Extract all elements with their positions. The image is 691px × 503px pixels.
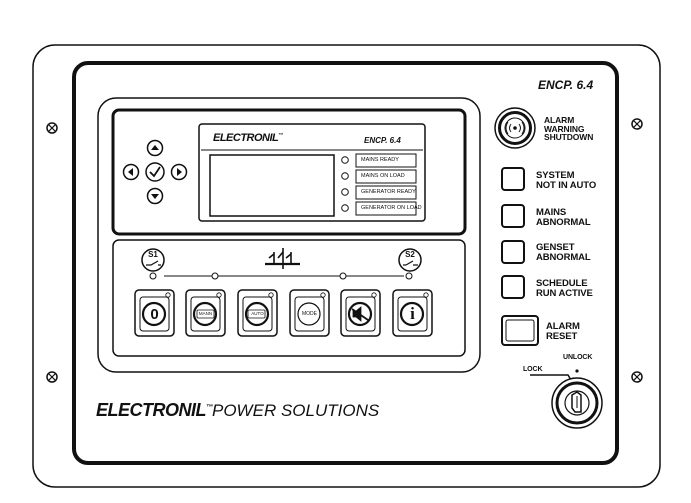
key-switch-icon — [530, 369, 603, 429]
nav-confirm-button[interactable] — [146, 163, 164, 181]
s2-label: S2 — [405, 250, 415, 259]
auto-button-label: AUTO — [251, 311, 264, 316]
led-label-generator-ready: GENERATOR READY — [361, 189, 416, 195]
s1-label: S1 — [148, 250, 158, 259]
key-unlock-label: UNLOCK — [563, 354, 593, 361]
off-button-label: 0 — [150, 306, 159, 323]
screw-icon — [631, 371, 643, 383]
indicator-lamp-mains-abnormal — [501, 204, 525, 228]
info-button-label: i — [410, 304, 415, 323]
nav-left-button[interactable] — [123, 164, 139, 180]
footer-brand: ELECTRONIL™ — [96, 400, 213, 420]
nav-down-button[interactable] — [147, 188, 163, 204]
manual-button-label: MANN — [198, 311, 213, 316]
off-button[interactable]: 0 — [135, 290, 174, 336]
indicator-lamp-system-not-in-auto — [501, 167, 525, 191]
auto-button[interactable]: AUTO — [238, 290, 277, 336]
led-indicator-group — [341, 153, 417, 216]
nav-pad — [122, 139, 188, 205]
manual-button[interactable]: MANN — [186, 290, 225, 336]
key-switch[interactable] — [552, 378, 602, 428]
led-label-mains-ready: MAINS READY — [361, 157, 399, 163]
indicator-lamp-schedule-run-active — [501, 275, 525, 299]
screw-icon — [46, 122, 58, 134]
mute-horn-icon — [351, 306, 369, 322]
info-button[interactable]: i — [393, 290, 432, 336]
indicator-lamp-genset-abnormal — [501, 240, 525, 264]
mode-button-label: MODE — [302, 311, 317, 317]
led-label-mains-on-load: MAINS ON LOAD — [361, 173, 405, 179]
footer-tagline: POWER SOLUTIONS — [212, 401, 380, 420]
mode-button[interactable]: MODE — [290, 290, 329, 336]
controller-model: ENCP. 6.4 — [364, 136, 401, 145]
nav-right-button[interactable] — [171, 164, 187, 180]
busbar-icon — [265, 248, 300, 269]
screw-icon — [631, 118, 643, 130]
alarm-beacon-icon — [494, 107, 536, 149]
nav-up-button[interactable] — [147, 140, 163, 156]
key-lock-label: LOCK — [523, 366, 543, 373]
screw-icon — [46, 371, 58, 383]
panel-model: ENCP. 6.4 — [538, 78, 594, 92]
alarm-beacon-label: ALARM WARNING SHUTDOWN — [544, 115, 594, 142]
lcd-screen — [209, 154, 335, 217]
controller-brand: ELECTRONIL™ — [213, 132, 283, 144]
led-label-generator-on-load: GENERATOR ON LOAD — [361, 205, 422, 211]
alarm-reset-button[interactable] — [502, 316, 538, 345]
mute-button[interactable] — [341, 290, 380, 336]
